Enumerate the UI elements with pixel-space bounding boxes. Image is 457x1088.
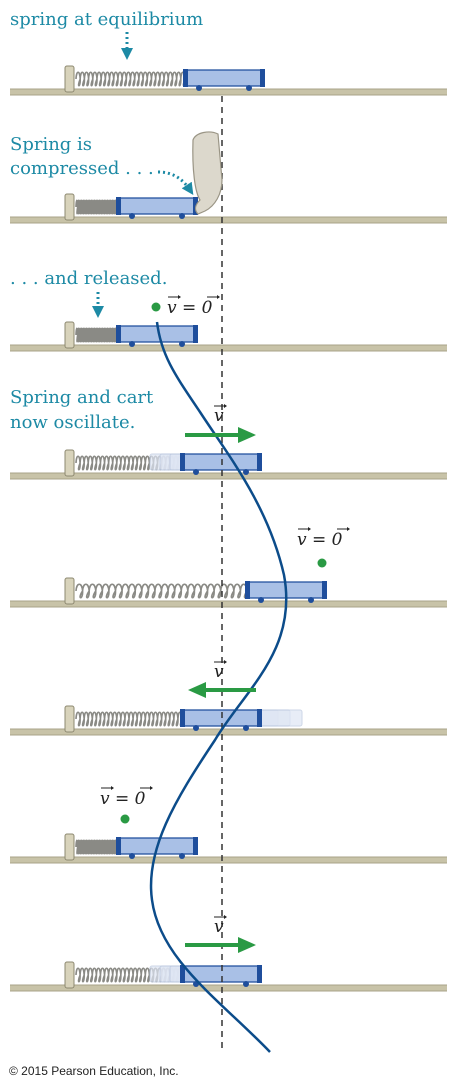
cart-wheel (308, 597, 314, 603)
wall-block (64, 449, 75, 477)
wall-block (64, 193, 75, 221)
dot-icon (317, 558, 327, 568)
cart-bumper (245, 581, 250, 599)
cart-bumper (183, 69, 188, 87)
wall-block (64, 833, 75, 861)
cart-wheel (246, 85, 252, 91)
cart-bumper (260, 69, 265, 87)
cart-wheel (193, 725, 199, 731)
cart (184, 69, 264, 87)
track (10, 89, 447, 95)
cart-bumper (257, 453, 262, 471)
dot-icon (120, 814, 130, 824)
displacement-curve (149, 321, 288, 1053)
cart-bumper (193, 837, 198, 855)
velocity-label-v: v (214, 660, 227, 682)
velocity-label-v: v (214, 915, 227, 937)
wall-block (64, 705, 75, 733)
svg-text:v = 0: v = 0 (297, 530, 343, 550)
cart (117, 197, 197, 215)
velocity-zero-label: v = 0 (297, 527, 350, 550)
cart-wheel (258, 597, 264, 603)
cart (181, 965, 261, 983)
label-compressed-2: compressed . . . (10, 158, 154, 179)
cart-bumper (116, 837, 121, 855)
cart-wheel (129, 341, 135, 347)
svg-text:v: v (214, 662, 224, 682)
cart (181, 453, 261, 471)
cart (181, 709, 261, 727)
dotted-arrow-icon (157, 170, 194, 195)
cart-bumper (116, 325, 121, 343)
cart-wheel (243, 469, 249, 475)
track (10, 985, 447, 991)
cart-wheel (243, 981, 249, 987)
velocity-arrow-icon (185, 937, 256, 953)
spring (75, 839, 119, 855)
svg-text:v = 0: v = 0 (167, 298, 213, 318)
velocity-arrow-icon (185, 427, 256, 443)
track (10, 473, 447, 479)
wall-block (64, 321, 75, 349)
label-oscillate-1: Spring and cart (10, 387, 154, 408)
wall-block (64, 961, 75, 989)
velocity-label-v: v (214, 404, 227, 426)
spring (75, 199, 119, 215)
track (10, 217, 447, 223)
spring (75, 583, 248, 599)
track (10, 345, 447, 351)
velocity-zero-label: v = 0 (167, 295, 220, 318)
tracks (10, 88, 447, 992)
dot-icon (151, 302, 161, 312)
copyright: © 2015 Pearson Education, Inc. (9, 1064, 179, 1078)
cart-bumper (180, 709, 185, 727)
wall-block (64, 577, 75, 605)
label-compressed-1: Spring is (10, 134, 92, 155)
spring (75, 71, 186, 87)
cart-wheel (179, 853, 185, 859)
svg-text:v: v (214, 917, 224, 937)
svg-text:v: v (214, 406, 224, 426)
svg-text:v = 0: v = 0 (100, 789, 146, 809)
cart-bumper (116, 197, 121, 215)
velocity-arrow-icon (188, 682, 256, 698)
cart-wheel (129, 853, 135, 859)
cart-bumper (180, 453, 185, 471)
track (10, 601, 447, 607)
cart-wheel (179, 341, 185, 347)
cart-bumper (193, 325, 198, 343)
cart-wheel (179, 213, 185, 219)
cart-wheel (193, 469, 199, 475)
cart-bumper (180, 965, 185, 983)
cart-bumper (257, 965, 262, 983)
velocity-zero-label: v = 0 (100, 786, 153, 809)
spring (75, 711, 183, 727)
hand-icon (192, 131, 223, 215)
label-released: . . . and released. (10, 268, 167, 289)
cart-wheel (129, 213, 135, 219)
label-equilibrium: spring at equilibrium (10, 9, 203, 30)
cart-wheel (243, 725, 249, 731)
wall-block (64, 65, 75, 93)
cart-bumper (322, 581, 327, 599)
label-oscillate-2: now oscillate. (10, 412, 135, 433)
cart-bumper (257, 709, 262, 727)
cart-wheel (196, 85, 202, 91)
springs (64, 65, 248, 989)
spring (75, 327, 119, 343)
track (10, 857, 447, 863)
track (10, 729, 447, 735)
